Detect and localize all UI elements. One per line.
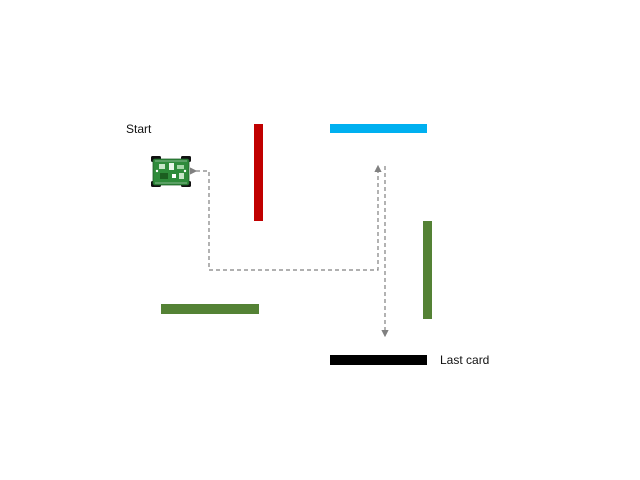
blue-card [330,124,427,133]
route-path-outbound [190,164,382,271]
black-card [330,355,427,365]
green-card-left [161,304,259,314]
robot-car-icon [151,156,191,187]
start-label: Start [126,122,152,136]
last-card-label: Last card [440,353,490,367]
green-card-right [423,221,432,319]
